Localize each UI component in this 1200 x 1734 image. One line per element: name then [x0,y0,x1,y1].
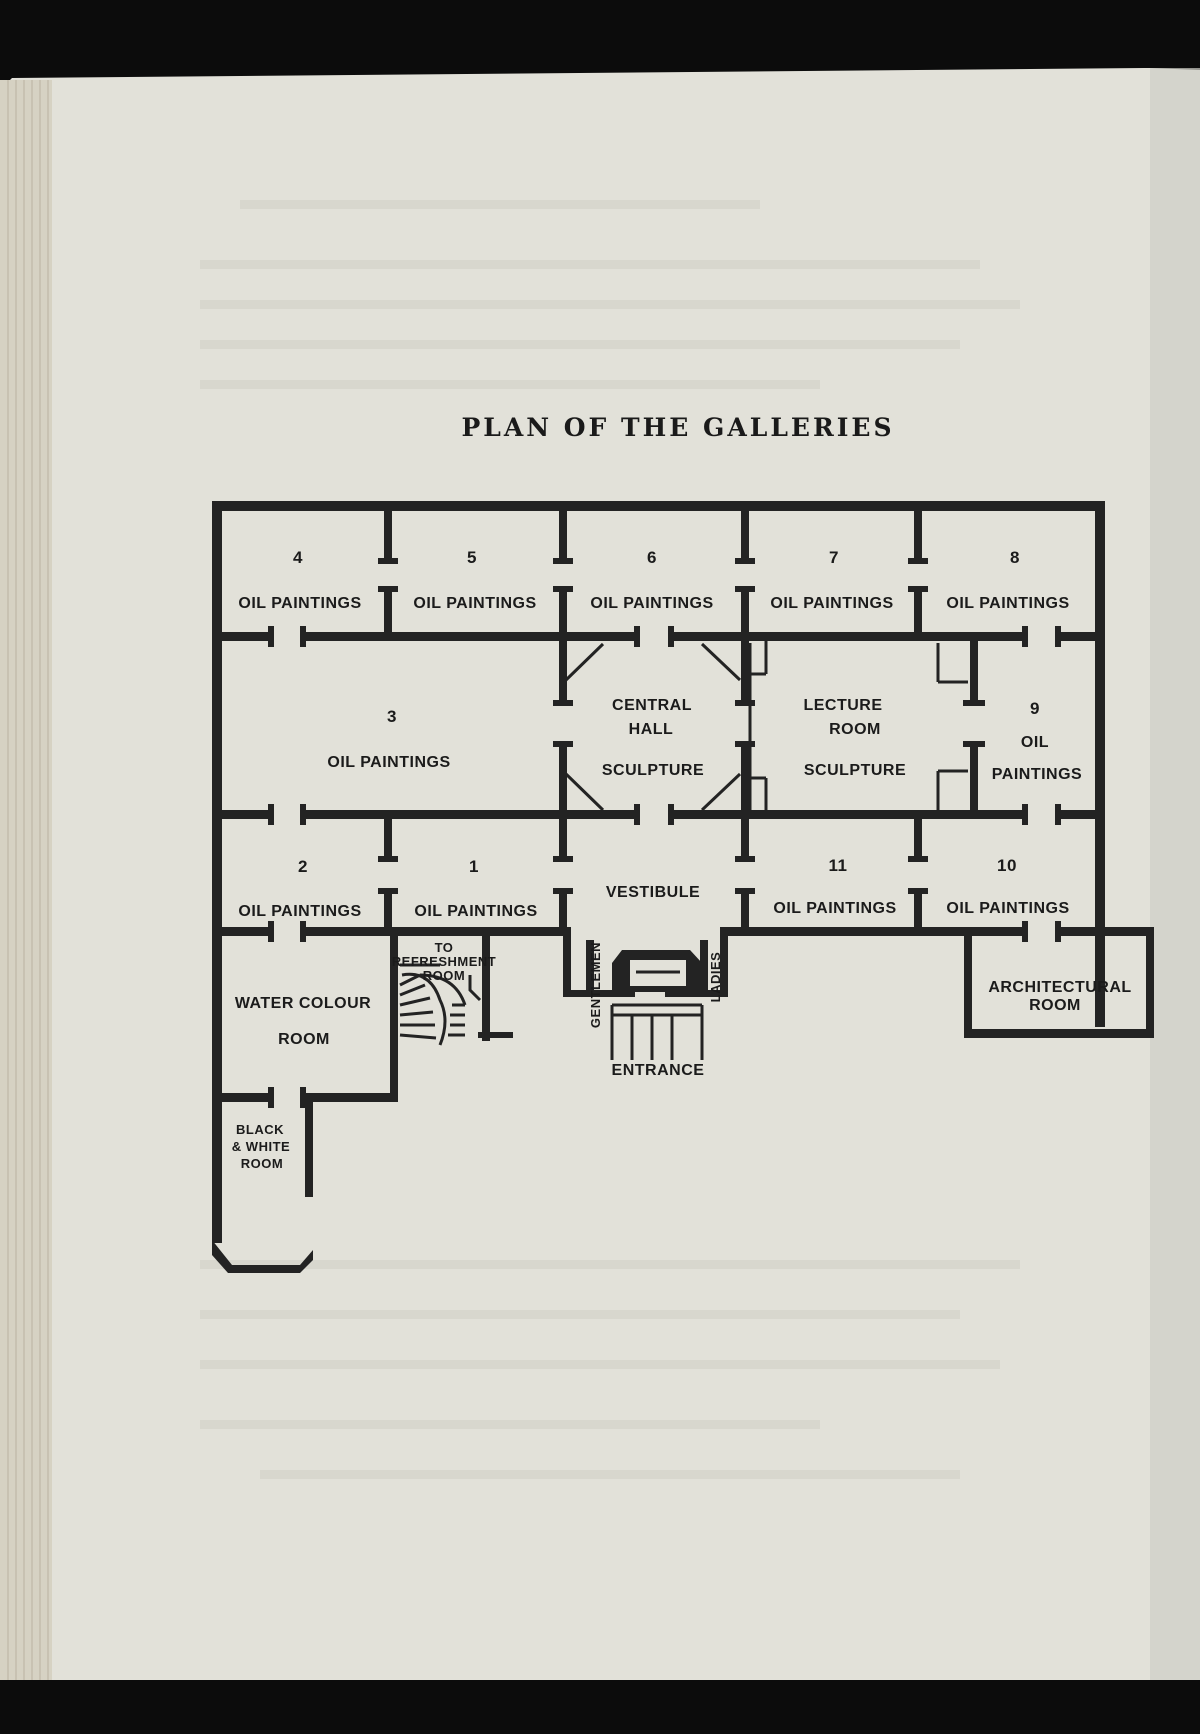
black-white-line3: ROOM [241,1156,283,1171]
room-5-number: 5 [467,548,477,567]
water-colour-room: WATER COLOUR ROOM [235,995,371,1048]
spine-shadow [1150,68,1200,1680]
black-white-room-walls [212,1087,398,1273]
wall-right [1095,501,1105,1027]
entrance: ENTRANCE [612,1062,705,1079]
wall-left [212,501,222,1243]
room-9-line2: PAINTINGS [992,766,1082,783]
wall-row-2 [222,804,1095,825]
wall-row-1 [222,626,1095,647]
vestibule-label: VESTIBULE [606,884,700,901]
refreshment-line1: TO [435,940,454,955]
room-6-number: 6 [647,548,657,567]
page-paper [0,68,1200,1680]
plan-title: PLAN OF THE GALLERIES [461,413,894,442]
room-2-label: OIL PAINTINGS [238,903,361,920]
room-9-line1: OIL [1021,734,1049,751]
room-5-label: OIL PAINTINGS [413,595,536,612]
room-10: 10 OIL PAINTINGS [946,856,1069,917]
room-10-label: OIL PAINTINGS [946,900,1069,917]
wall-top [212,501,1105,511]
lecture-room: LECTURE ROOM SCULPTURE [803,697,906,779]
ladies: LADIES [708,952,723,1003]
central-hall-line1: CENTRAL [612,697,692,714]
architectural-line1: ARCHITECTURAL [988,979,1131,996]
page-svg: PLAN OF THE GALLERIES [0,68,1200,1680]
room-9: 9 OIL PAINTINGS [992,699,1082,783]
room-7-label: OIL PAINTINGS [770,595,893,612]
room-4-label: OIL PAINTINGS [238,595,361,612]
floor-plan: 4 OIL PAINTINGS 5 OIL PAINTINGS 6 OIL PA… [212,501,1154,1273]
room-9-number: 9 [1030,699,1040,718]
refreshment-room: TO REFRESHMENT ROOM [392,940,496,983]
room-3-label: OIL PAINTINGS [327,754,450,771]
central-hall-label: SCULPTURE [602,762,704,779]
bleed-through [200,200,1020,1479]
architectural-room: ARCHITECTURAL ROOM [988,979,1131,1014]
room-3: 3 OIL PAINTINGS [327,707,450,771]
room-6: 6 OIL PAINTINGS [590,548,713,612]
lecture-room-line2: ROOM [829,721,881,738]
room-10-number: 10 [997,856,1017,875]
refreshment-stair [390,931,513,1101]
water-colour-line1: WATER COLOUR [235,995,371,1012]
room-1: 1 OIL PAINTINGS [414,857,537,920]
central-hall-line2: HALL [629,721,674,738]
entrance-label: ENTRANCE [612,1062,705,1079]
room-2-number: 2 [298,857,308,876]
room-11-label: OIL PAINTINGS [773,900,896,917]
room-7: 7 OIL PAINTINGS [770,548,893,612]
third-row-partitions [378,819,928,931]
page-edge-lines [7,80,49,1680]
room-3-number: 3 [387,707,397,726]
room-8: 8 OIL PAINTINGS [946,548,1069,612]
gentlemen: GENTLEMEN [588,942,603,1028]
room-2: 2 OIL PAINTINGS [238,857,361,920]
room-11: 11 OIL PAINTINGS [773,856,896,917]
room-4-number: 4 [293,548,303,567]
book-page: PLAN OF THE GALLERIES [0,60,1200,1680]
ladies-label: LADIES [708,952,723,1003]
central-hall: CENTRAL HALL SCULPTURE [602,697,704,779]
architectural-line2: ROOM [1029,997,1081,1014]
room-8-number: 8 [1010,548,1020,567]
room-4: 4 OIL PAINTINGS [238,548,361,612]
architectural-room-walls [964,927,1154,1038]
black-white-line2: & WHITE [232,1139,290,1154]
room-1-label: OIL PAINTINGS [414,903,537,920]
lecture-room-label: SCULPTURE [804,762,906,779]
middle-row-partitions [553,641,985,814]
refreshment-line3: ROOM [423,968,465,983]
room-11-number: 11 [829,856,848,875]
room-1-number: 1 [469,857,479,876]
water-colour-line2: ROOM [278,1031,330,1048]
top-row-partitions [378,511,928,636]
black-white-room: BLACK & WHITE ROOM [232,1122,290,1171]
refreshment-line2: REFRESHMENT [392,954,496,969]
vestibule: VESTIBULE [606,884,700,901]
room-6-label: OIL PAINTINGS [590,595,713,612]
lecture-room-line1: LECTURE [803,697,882,714]
room-7-number: 7 [829,548,839,567]
gentlemen-label: GENTLEMEN [588,942,603,1028]
room-5: 5 OIL PAINTINGS [413,548,536,612]
black-white-line1: BLACK [236,1122,284,1137]
page-edges [0,80,52,1680]
entrance-block [563,927,728,1060]
room-8-label: OIL PAINTINGS [946,595,1069,612]
